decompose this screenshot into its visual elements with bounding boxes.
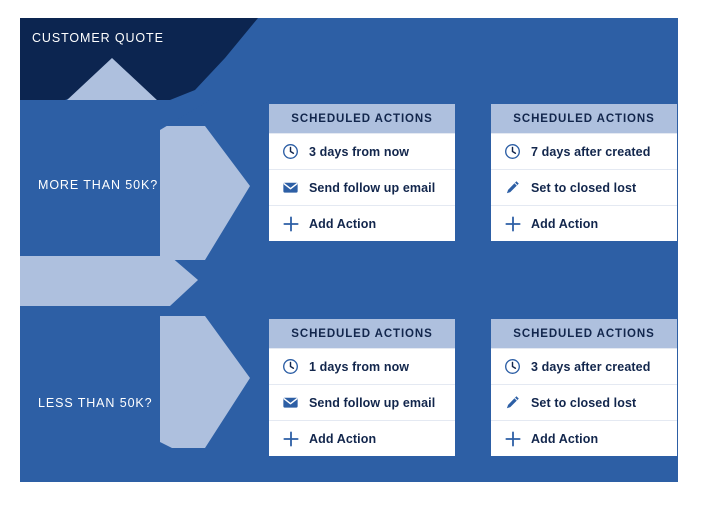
scheduled-action-label: Send follow up email <box>309 180 436 195</box>
add-action-row[interactable]: Add Action <box>269 205 455 241</box>
scheduled-action-label: 7 days after created <box>531 144 651 159</box>
scheduled-action-row[interactable]: 3 days from now <box>269 133 455 169</box>
mid-connector-band <box>20 256 198 306</box>
scheduled-actions-card: SCHEDULED ACTIONS 3 days from now <box>268 103 456 242</box>
scheduled-action-label: Set to closed lost <box>531 180 637 195</box>
card-header-title: SCHEDULED ACTIONS <box>269 104 455 133</box>
plus-icon <box>503 429 522 448</box>
clock-icon <box>281 357 300 376</box>
add-action-row[interactable]: Add Action <box>491 420 677 456</box>
clock-icon <box>503 357 522 376</box>
scheduled-action-row[interactable]: Set to closed lost <box>491 384 677 420</box>
scheduled-action-row[interactable]: 1 days from now <box>269 348 455 384</box>
add-action-label: Add Action <box>531 431 599 446</box>
scheduled-action-label: Set to closed lost <box>531 395 637 410</box>
add-action-row[interactable]: Add Action <box>491 205 677 241</box>
scheduled-actions-card: SCHEDULED ACTIONS 1 days from now <box>268 318 456 457</box>
scheduled-action-row[interactable]: 3 days after created <box>491 348 677 384</box>
scheduled-actions-card: SCHEDULED ACTIONS 7 days after created <box>490 103 678 242</box>
scheduled-action-label: Send follow up email <box>309 395 436 410</box>
header-node-shape <box>20 18 258 101</box>
envelope-icon <box>281 393 300 412</box>
add-action-label: Add Action <box>309 216 377 231</box>
scheduled-action-label: 3 days after created <box>531 359 651 374</box>
card-header-title: SCHEDULED ACTIONS <box>491 104 677 133</box>
pencil-icon <box>503 178 522 197</box>
decision-top-box <box>20 100 160 256</box>
card-header-title: SCHEDULED ACTIONS <box>491 319 677 348</box>
scheduled-actions-card: SCHEDULED ACTIONS 3 days after created <box>490 318 678 457</box>
flow-shape-layer <box>20 18 258 470</box>
add-action-label: Add Action <box>531 216 599 231</box>
scheduled-action-row[interactable]: 7 days after created <box>491 133 677 169</box>
plus-icon <box>281 429 300 448</box>
workflow-canvas: CUSTOMER QUOTE MORE THAN 50K? LESS THAN … <box>20 18 678 482</box>
card-header-title: SCHEDULED ACTIONS <box>269 319 455 348</box>
bottom-arrow-lower-wedge <box>160 442 216 470</box>
scheduled-action-row[interactable]: Send follow up email <box>269 384 455 420</box>
add-action-row[interactable]: Add Action <box>269 420 455 456</box>
clock-icon <box>503 142 522 161</box>
up-arrow-shape <box>66 58 158 108</box>
plus-icon <box>503 214 522 233</box>
clock-icon <box>281 142 300 161</box>
plus-icon <box>281 214 300 233</box>
pencil-icon <box>503 393 522 412</box>
decision-bottom-box <box>20 306 160 470</box>
scheduled-action-row[interactable]: Set to closed lost <box>491 169 677 205</box>
scheduled-action-label: 3 days from now <box>309 144 410 159</box>
envelope-icon <box>281 178 300 197</box>
scheduled-action-label: 1 days from now <box>309 359 410 374</box>
scheduled-action-row[interactable]: Send follow up email <box>269 169 455 205</box>
add-action-label: Add Action <box>309 431 377 446</box>
top-arrow-upper-wedge <box>160 100 210 130</box>
